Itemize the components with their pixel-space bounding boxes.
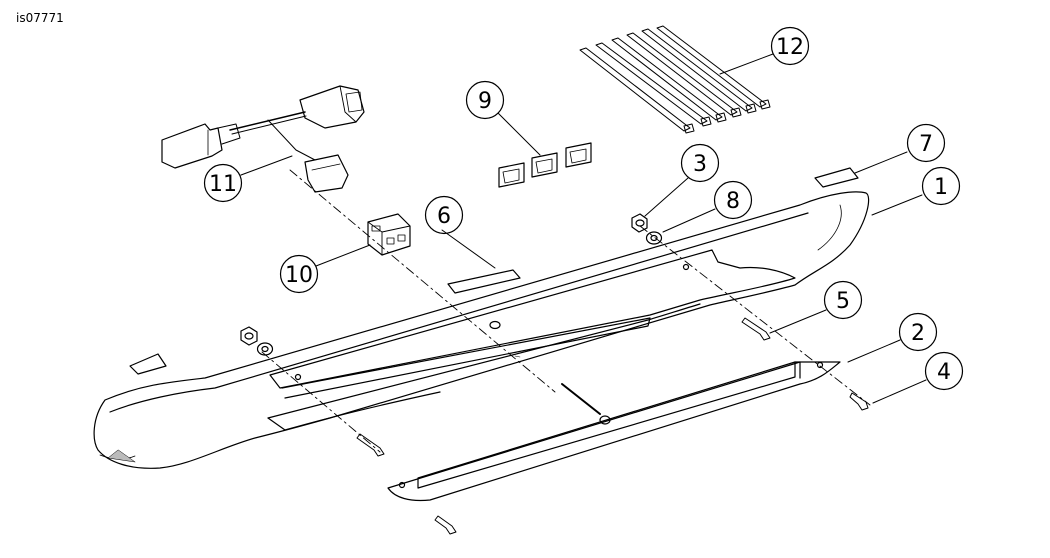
callout-bubble-5: 5 [823, 280, 863, 320]
callout-label-6: 6 [437, 204, 451, 229]
callout-bubble-8: 8 [713, 180, 753, 220]
callout-label-1: 1 [934, 175, 948, 200]
diagram-id: is07771 [16, 11, 64, 25]
callout-bubble-10: 10 [279, 254, 319, 294]
leader-lines [240, 53, 927, 404]
callout-label-4: 4 [937, 360, 951, 385]
callout-label-3: 3 [693, 152, 707, 177]
reflector-strip-part [447, 269, 521, 294]
callout-label-10: 10 [285, 263, 313, 288]
callout-bubble-7: 7 [906, 123, 946, 163]
callout-label-2: 2 [911, 321, 925, 346]
callout-bubble-9: 9 [465, 80, 505, 120]
callout-bubble-3: 3 [680, 143, 720, 183]
callout-label-7: 7 [919, 132, 933, 157]
bracket-rail-part [387, 361, 841, 502]
end-cap-decal [129, 353, 167, 375]
decal-part-7 [814, 167, 859, 188]
clip-parts [498, 142, 592, 188]
callout-bubble-1: 1 [921, 166, 961, 206]
assembly-axes [261, 169, 871, 453]
callout-bubble-2: 2 [898, 312, 938, 352]
nut-washer-parts [240, 213, 663, 356]
running-board-part [93, 191, 870, 469]
callout-label-11: 11 [209, 172, 237, 197]
callout-bubble-11: 11 [203, 163, 243, 203]
connector-housing-part [367, 213, 411, 256]
wiring-harness-part [161, 85, 365, 193]
callout-label-8: 8 [726, 189, 740, 214]
callout-label-12: 12 [776, 35, 804, 60]
callout-bubble-4: 4 [924, 351, 964, 391]
bolt-parts [356, 317, 869, 535]
callout-label-9: 9 [478, 89, 492, 114]
cable-tie-parts [579, 25, 771, 134]
callout-bubble-12: 12 [770, 26, 810, 66]
callout-label-5: 5 [836, 289, 850, 314]
callout-bubble-6: 6 [424, 195, 464, 235]
